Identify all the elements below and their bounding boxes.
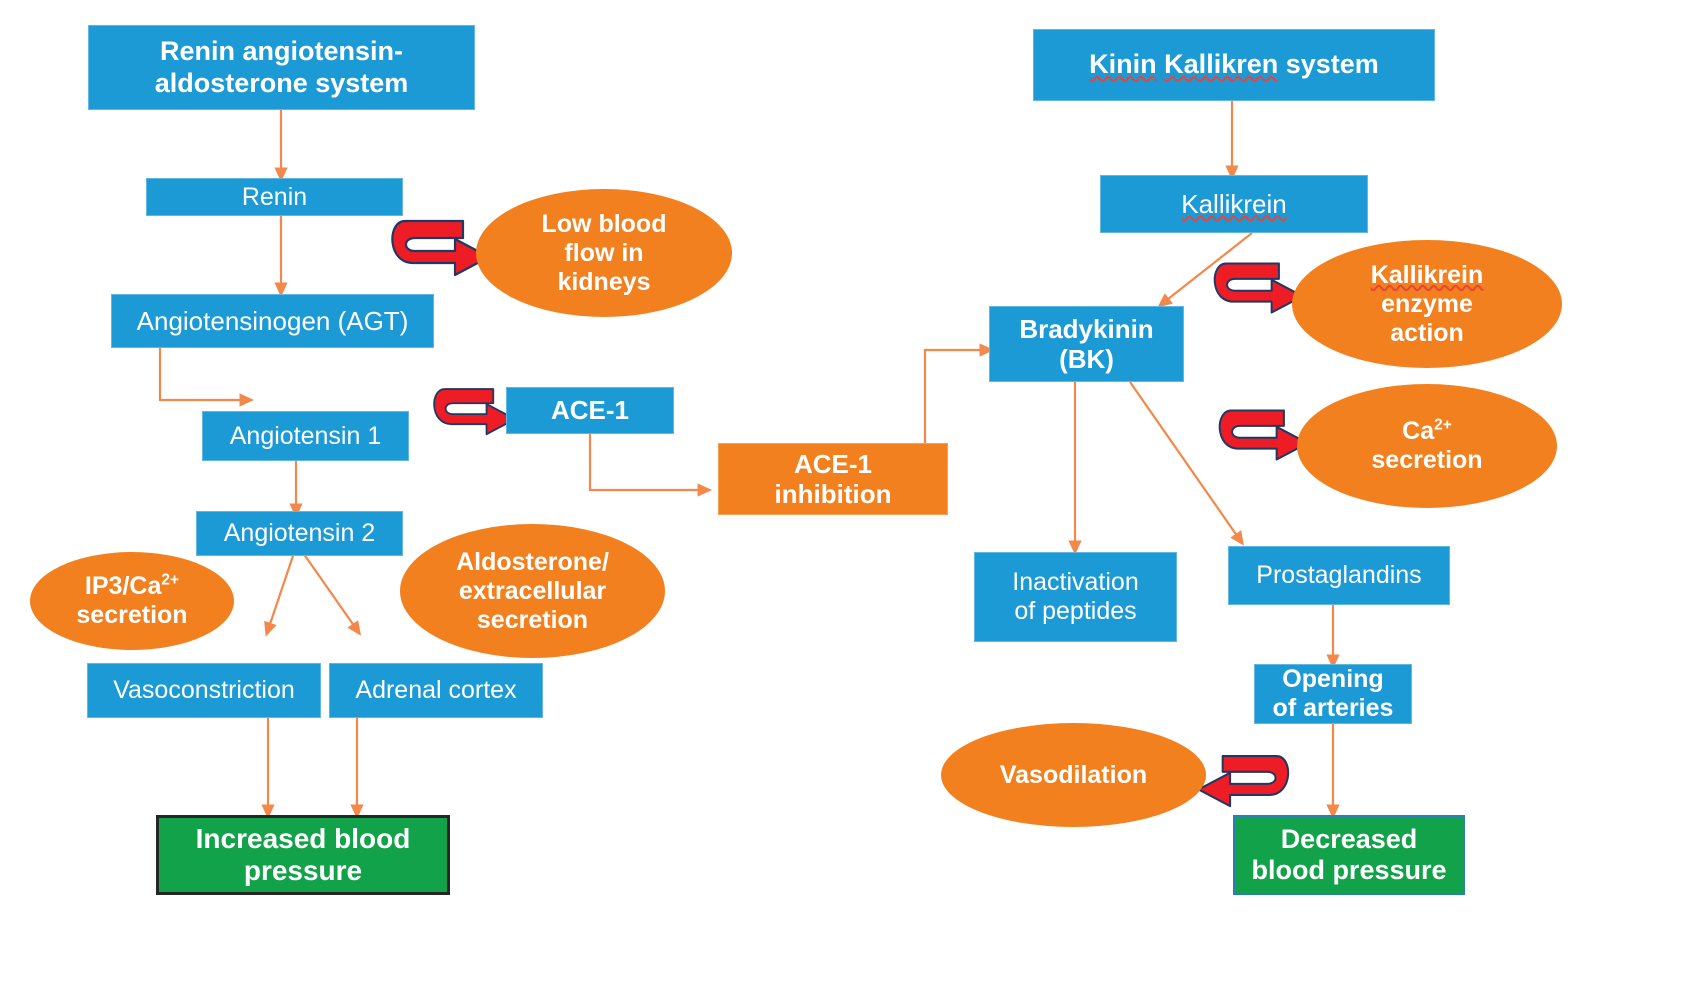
kks-header-rest: system (1285, 49, 1379, 80)
kks-header-spell1: Kinin (1089, 49, 1157, 80)
opening-line2: of arteries (1272, 694, 1394, 722)
angiotensin-1-label: Angiotensin 1 (229, 421, 382, 450)
increased-bp-line2: pressure (243, 855, 363, 886)
increased-bp-line1: Increased blood (195, 822, 411, 854)
kks-header-spell2: Kallikren (1164, 49, 1279, 80)
edge-ace1-to-inhibition (588, 434, 713, 497)
ip3-superscript: 2+ (161, 571, 180, 589)
bradykinin-line2: (BK) (1059, 344, 1114, 374)
vasodilation-label: Vasodilation (999, 760, 1148, 789)
edge-bradykinin-to-prostaglandins (1129, 381, 1245, 546)
ace-1-inhibition-line1: ACE-1 (793, 448, 872, 479)
inactivation-line2: of peptides (1014, 597, 1137, 625)
low-blood-flow-line2: flow in (564, 238, 644, 267)
node-angiotensin-1[interactable]: Angiotensin 1 (202, 411, 409, 461)
curl-arrow-vasodilation-icon (1193, 740, 1295, 812)
vasoconstriction-label: Vasoconstriction (113, 676, 295, 704)
aldosterone-line3: secretion (476, 605, 589, 634)
kallikrein-enzyme-line3: action (1390, 318, 1464, 347)
node-decreased-blood-pressure[interactable]: Decreased blood pressure (1233, 815, 1465, 895)
node-kinin-kallikren-system[interactable]: Kinin Kallikren system (1033, 29, 1435, 101)
node-adrenal-cortex[interactable]: Adrenal cortex (329, 663, 543, 718)
node-ca-secretion[interactable]: Ca2+ secretion (1297, 384, 1557, 508)
node-renin[interactable]: Renin (146, 178, 403, 216)
node-angiotensin-2[interactable]: Angiotensin 2 (196, 511, 403, 556)
inactivation-line1: Inactivation (1012, 568, 1139, 596)
opening-line1: Opening (1282, 665, 1384, 693)
node-prostaglandins[interactable]: Prostaglandins (1228, 546, 1450, 605)
ip3-line2: secretion (76, 601, 188, 629)
prostaglandins-label: Prostaglandins (1256, 561, 1422, 589)
adrenal-cortex-label: Adrenal cortex (355, 676, 517, 704)
edge-angiotensin2-to-vasoconstriction (264, 546, 298, 637)
node-ace-1[interactable]: ACE-1 (506, 387, 674, 434)
bradykinin-line1: Bradykinin (1019, 313, 1154, 344)
node-opening-of-arteries[interactable]: Opening of arteries (1254, 664, 1412, 724)
ca-superscript: 2+ (1434, 416, 1452, 434)
aldosterone-line2: extracellular (458, 576, 607, 605)
angiotensin-2-label: Angiotensin 2 (223, 519, 376, 547)
edge-agt-to-angiotensin1 (158, 348, 255, 407)
node-inactivation-of-peptides[interactable]: Inactivation of peptides (974, 552, 1177, 642)
raas-header-line2: aldosterone system (154, 67, 409, 98)
node-ip3-ca-secretion[interactable]: IP3/Ca2+ secretion (30, 552, 234, 650)
node-ace-1-inhibition[interactable]: ACE-1 inhibition (718, 443, 948, 515)
decreased-bp-line2: blood pressure (1251, 855, 1447, 885)
node-renin-angiotensin-aldosterone-system[interactable]: Renin angiotensin- aldosterone system (88, 25, 475, 110)
node-bradykinin-bk[interactable]: Bradykinin (BK) (989, 306, 1184, 382)
ca-line2: secretion (1371, 446, 1483, 474)
node-increased-blood-pressure[interactable]: Increased blood pressure (156, 815, 450, 895)
raas-header-line1: Renin angiotensin- (159, 36, 403, 67)
edge-angiotensin2-to-adrenal (298, 546, 362, 636)
low-blood-flow-line3: kidneys (557, 267, 651, 296)
node-angiotensinogen-agt[interactable]: Angiotensinogen (AGT) (111, 294, 434, 348)
edge-kallikrein-to-bradykinin (1157, 232, 1253, 308)
node-aldosterone-extracellular-secretion[interactable]: Aldosterone/ extracellular secretion (400, 524, 665, 658)
node-low-blood-flow-in-kidneys[interactable]: Low blood flow in kidneys (476, 189, 732, 317)
ace-1-label: ACE-1 (550, 395, 629, 426)
node-kallikrein-enzyme-action[interactable]: Kallikrein enzyme action (1292, 240, 1562, 368)
aldosterone-line1: Aldosterone/ (456, 547, 609, 576)
ca-prefix: Ca (1402, 417, 1435, 445)
kallikrein-enzyme-line1: Kallikrein (1370, 260, 1484, 289)
low-blood-flow-line1: Low blood (541, 209, 667, 238)
node-kallikrein[interactable]: Kallikrein (1100, 175, 1368, 233)
ip3-prefix: IP3/Ca (84, 572, 162, 600)
node-vasoconstriction[interactable]: Vasoconstriction (87, 663, 321, 718)
edge-inhibition-to-bradykinin (923, 343, 995, 455)
node-vasodilation[interactable]: Vasodilation (941, 723, 1206, 827)
renin-label: Renin (241, 182, 308, 211)
ace-1-inhibition-line2: inhibition (774, 479, 892, 509)
agt-label: Angiotensinogen (AGT) (136, 305, 409, 336)
kallikrein-label: Kallikrein (1181, 188, 1287, 219)
kallikrein-enzyme-line2: enzyme (1381, 289, 1473, 318)
decreased-bp-line1: Decreased (1280, 823, 1418, 854)
